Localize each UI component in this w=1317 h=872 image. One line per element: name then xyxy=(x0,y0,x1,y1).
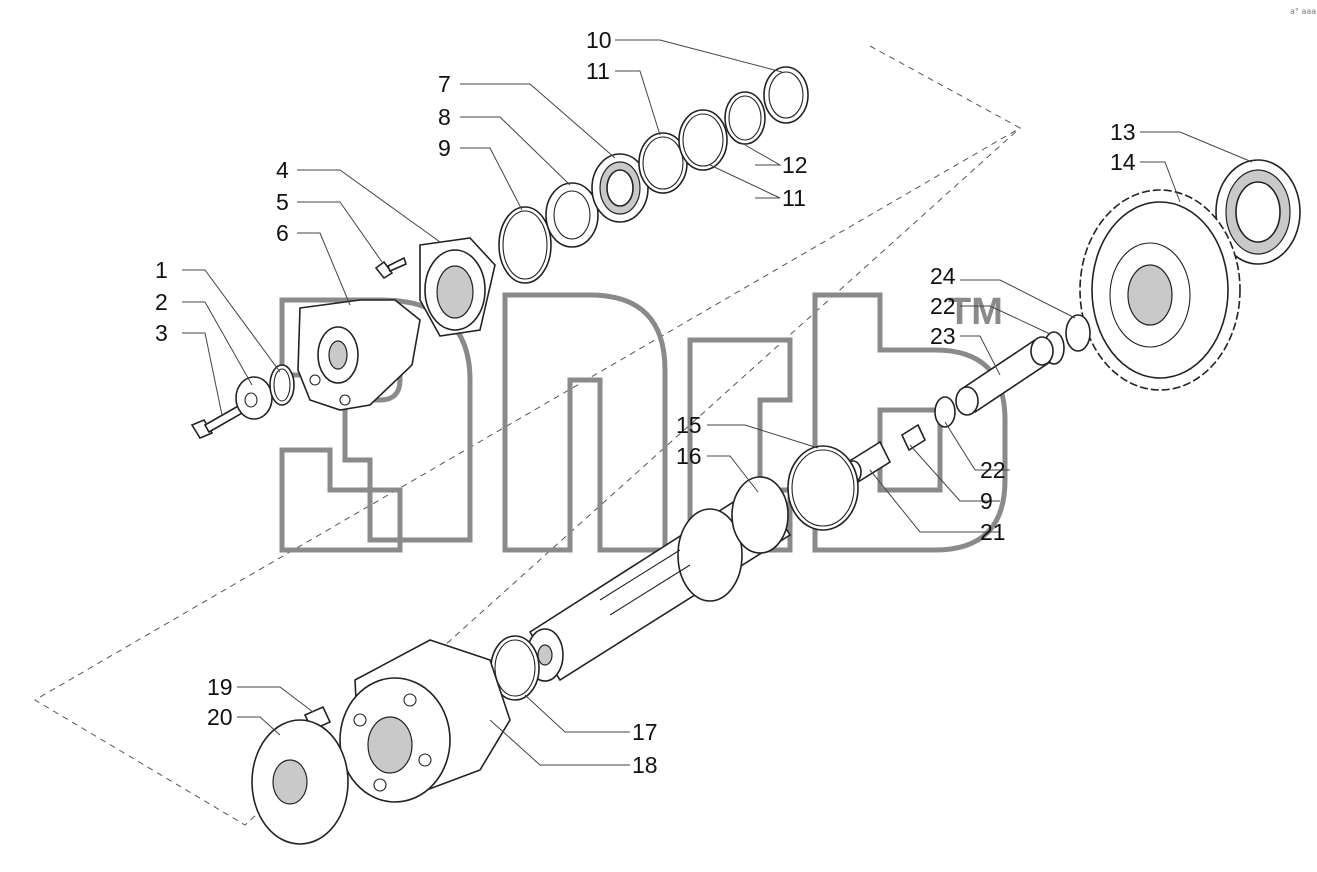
part-18-hub xyxy=(339,639,511,803)
label-2: 2 xyxy=(155,289,168,315)
label-22-top: 22 xyxy=(930,293,956,319)
label-9-top: 9 xyxy=(438,135,451,161)
label-22-bottom: 22 xyxy=(980,457,1006,483)
assembly-dashed-outline xyxy=(34,45,1022,826)
part-15-ring xyxy=(787,445,859,531)
part-9-spring xyxy=(900,423,927,452)
label-12: 12 xyxy=(782,152,808,178)
part-2-washer xyxy=(235,376,273,420)
leader-lines xyxy=(182,39,1253,766)
part-9-oring xyxy=(498,206,552,284)
label-9-bottom: 9 xyxy=(980,488,993,514)
label-17: 17 xyxy=(632,719,658,745)
part-13-bearing xyxy=(1215,159,1301,265)
label-6: 6 xyxy=(276,220,289,246)
label-4: 4 xyxy=(276,157,289,183)
label-7: 7 xyxy=(438,71,451,97)
part-20-disc xyxy=(251,719,349,845)
label-15: 15 xyxy=(676,412,702,438)
part-12-circlip xyxy=(724,91,766,145)
label-5: 5 xyxy=(276,189,289,215)
label-20: 20 xyxy=(207,704,233,730)
label-11-top: 11 xyxy=(586,58,610,84)
part-4-cover xyxy=(419,237,496,337)
label-8: 8 xyxy=(438,104,451,130)
label-24: 24 xyxy=(930,263,956,289)
label-23: 23 xyxy=(930,323,956,349)
part-7-bearing xyxy=(591,153,649,223)
label-1: 1 xyxy=(155,257,168,283)
label-10: 10 xyxy=(586,27,612,53)
part-11-shim-b xyxy=(678,109,728,171)
label-11-bottom: 11 xyxy=(782,185,806,211)
part-17-ring xyxy=(490,635,540,701)
label-14: 14 xyxy=(1110,149,1136,175)
part-14-gear xyxy=(1079,189,1241,391)
label-16: 16 xyxy=(676,443,702,469)
part-10-ring xyxy=(763,66,809,124)
part-3-bolt xyxy=(190,403,246,440)
label-13: 13 xyxy=(1110,119,1136,145)
label-21: 21 xyxy=(980,519,1006,545)
part-23-pin xyxy=(955,336,1054,416)
label-18: 18 xyxy=(632,752,658,778)
part-16-shaft xyxy=(526,476,792,682)
watermark-tm: TM xyxy=(948,291,1003,333)
part-8-spacer xyxy=(545,182,599,248)
label-3: 3 xyxy=(155,320,168,346)
part-1-ring xyxy=(269,364,295,406)
part-5-bolt xyxy=(374,256,407,280)
part-24-ring xyxy=(1065,314,1091,352)
part-6-flange-yoke xyxy=(297,299,421,411)
label-19: 19 xyxy=(207,674,233,700)
part-number-labels: 1 2 3 4 5 6 7 8 9 10 11 12 11 13 14 24 2… xyxy=(155,27,1136,778)
corner-mark: a° aaa xyxy=(1290,7,1316,16)
part-22-oring-b xyxy=(934,396,956,428)
